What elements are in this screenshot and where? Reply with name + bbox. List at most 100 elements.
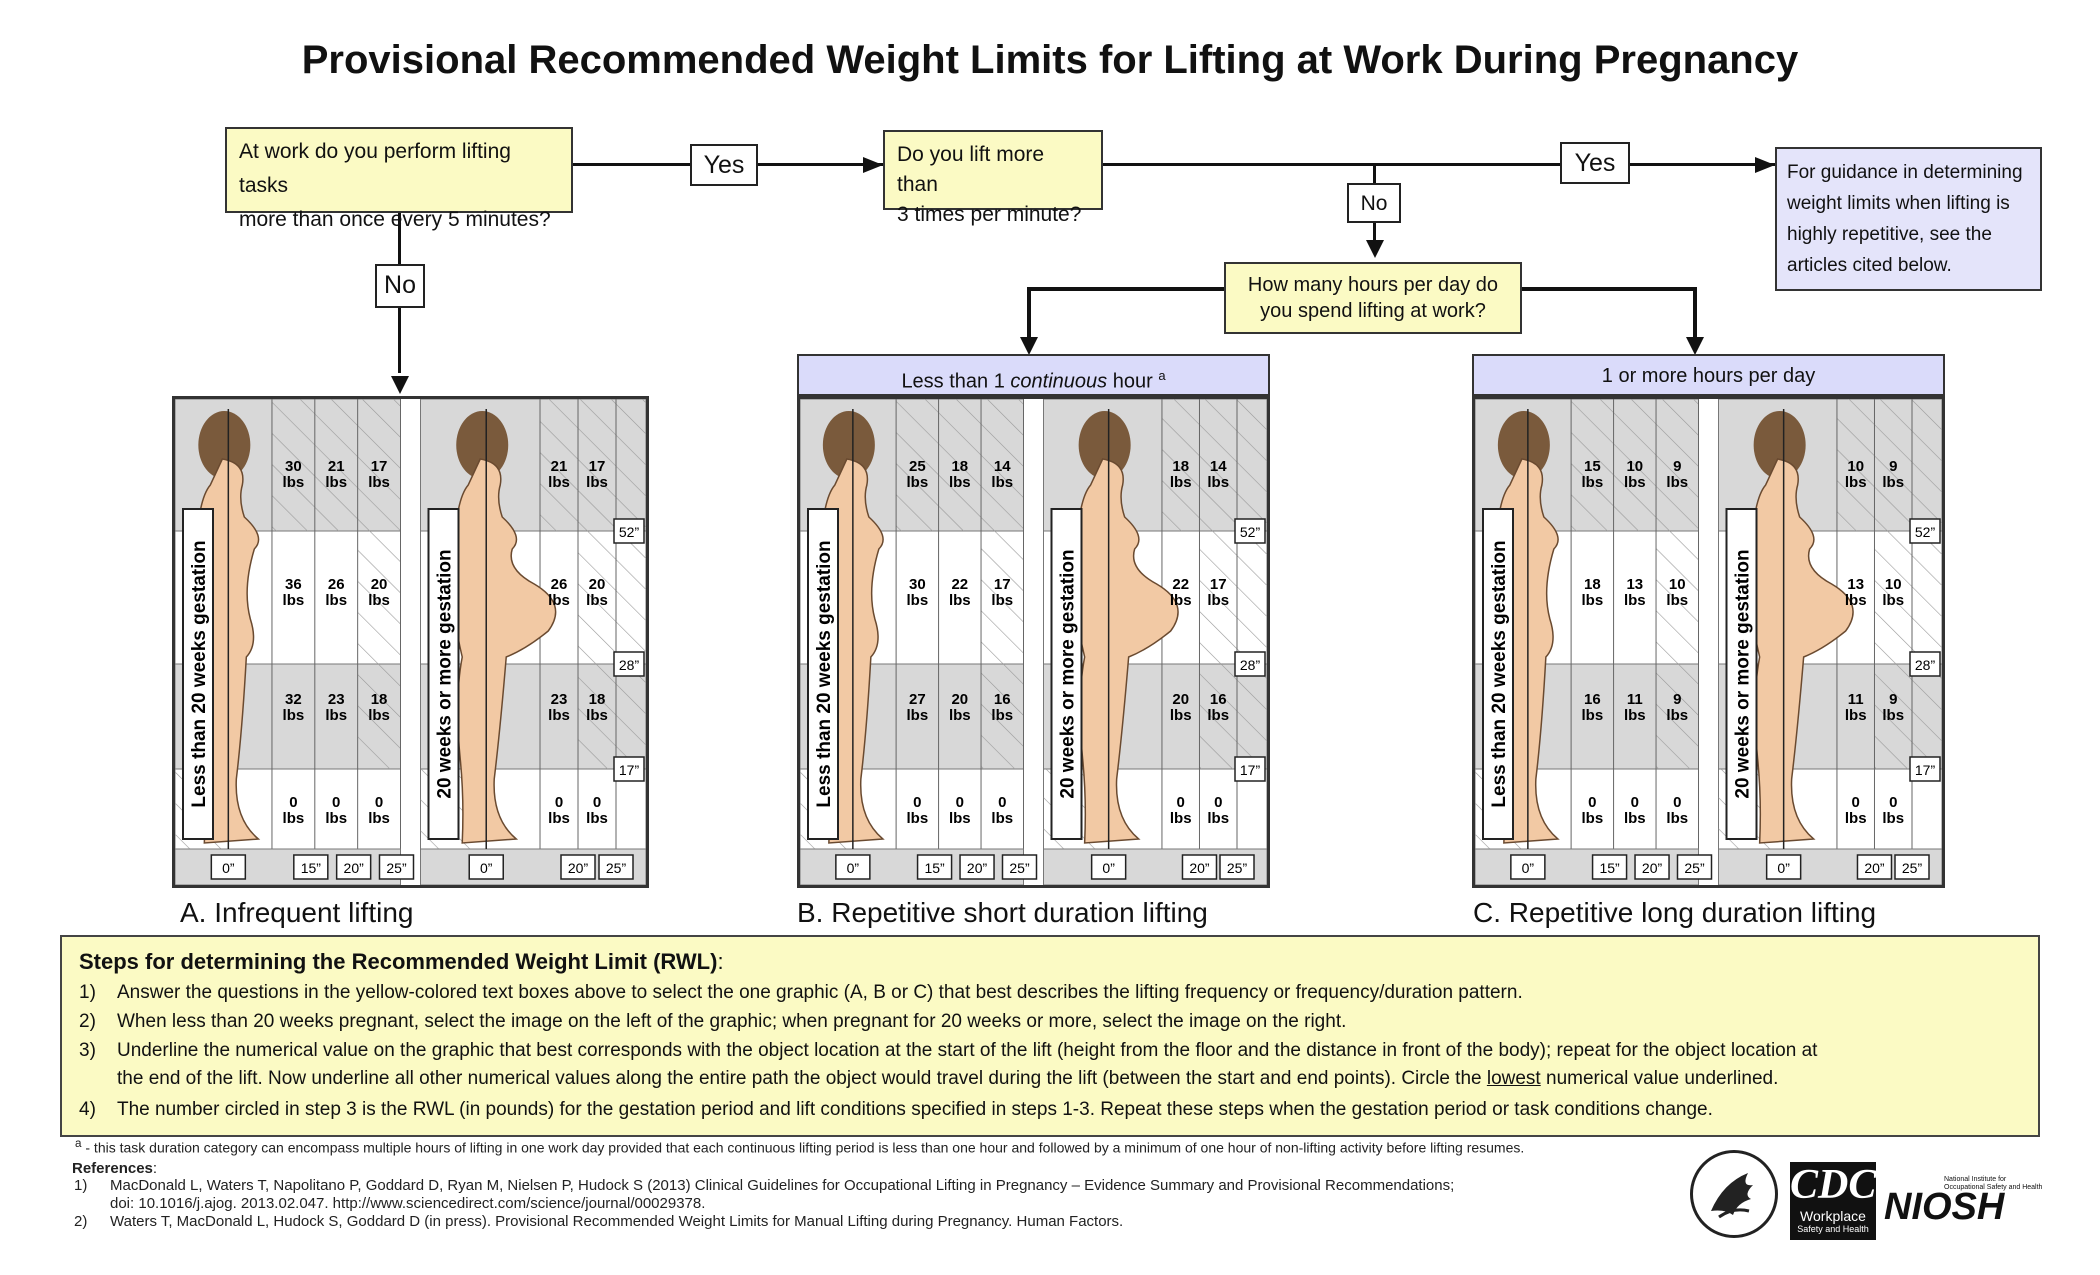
- distance-marker-text: 15”: [924, 860, 945, 876]
- distance-marker-box: [916, 854, 953, 880]
- arrow-right-icon: [863, 157, 883, 173]
- weight-unit: lbs: [1624, 474, 1646, 491]
- step-number: 3): [79, 1040, 96, 1061]
- distance-marker-box: [1181, 854, 1218, 880]
- question-hours-box: How many hours per day do you spend lift…: [1224, 262, 1522, 334]
- guidance-box: For guidance in determining weight limit…: [1775, 147, 2042, 291]
- distance-marker-text: 25”: [386, 860, 407, 876]
- weight-unit: lbs: [1170, 810, 1192, 827]
- side-label-box: [1482, 508, 1514, 840]
- weight-value: 18: [589, 691, 606, 708]
- question-line: you spend lifting at work?: [1260, 300, 1486, 322]
- weight-value: 23: [328, 691, 345, 708]
- step-text: The number circled in step 3 is the RWL …: [117, 1099, 1713, 1120]
- panel-b-header: Less than 1 continuous hour a: [797, 354, 1270, 396]
- references-title-colon: :: [152, 1160, 158, 1177]
- distance-marker-box: [1856, 854, 1893, 880]
- footnote-marker: a: [1158, 368, 1166, 383]
- question-line: Do you lift more than: [897, 143, 1045, 196]
- weight-unit: lbs: [1207, 707, 1229, 724]
- footnote-marker: a: [75, 1137, 82, 1150]
- right-figure-group: 20 weeks or more gestation21lbs17lbs26lb…: [420, 398, 647, 886]
- pregnant-figure-shape: [451, 458, 557, 844]
- reference-item: 2) Waters T, MacDonald L, Hudock S, Godd…: [72, 1213, 1632, 1231]
- page-title: Provisional Recommended Weight Limits fo…: [301, 38, 1799, 82]
- weight-value: 17: [371, 458, 388, 475]
- distance-marker-text: 0”: [1522, 860, 1535, 876]
- section-a-label: A. Infrequent lifting: [180, 897, 414, 928]
- weight-unit: lbs: [325, 707, 347, 724]
- weight-value: 9: [1889, 458, 1897, 475]
- height-marker-box: [613, 756, 645, 782]
- weight-value: 0: [289, 794, 297, 811]
- weight-unit: lbs: [949, 707, 971, 724]
- weight-unit: lbs: [1882, 810, 1904, 827]
- question-line: more than once every 5 minutes?: [239, 208, 551, 231]
- weight-unit: lbs: [1624, 707, 1646, 724]
- eagle-icon: [1711, 1173, 1753, 1219]
- weight-unit: lbs: [586, 707, 608, 724]
- hatched-zone: [1161, 399, 1267, 531]
- distance-marker-box: [959, 854, 995, 880]
- weight-unit: lbs: [1882, 592, 1904, 609]
- section-c-label: C. Repetitive long duration lifting: [1473, 897, 1877, 928]
- weight-value: 0: [1214, 794, 1222, 811]
- weight-value: 15: [1584, 458, 1601, 475]
- step-text-part: the end of the lift. Now underline all o…: [117, 1068, 1487, 1089]
- side-label-box: [1050, 508, 1083, 840]
- weight-value: 0: [1588, 794, 1596, 811]
- question-line: At work do you perform lifting tasks: [239, 140, 511, 197]
- weight-value: 11: [1848, 691, 1864, 708]
- weight-value: 10: [1669, 576, 1686, 593]
- weight-unit: lbs: [283, 707, 305, 724]
- weight-value: 0: [1852, 794, 1860, 811]
- reference-item: 1) MacDonald L, Waters T, Napolitano P, …: [72, 1177, 1632, 1195]
- weight-unit: lbs: [325, 810, 347, 827]
- height-marker-text: 17”: [619, 762, 640, 778]
- question-lift-frequency-box: At work do you perform lifting tasks mor…: [225, 127, 573, 231]
- question-lift-rate-box: Do you lift more than 3 times per minute…: [883, 130, 1103, 226]
- weight-unit: lbs: [283, 592, 305, 609]
- hair-shape: [1753, 411, 1806, 479]
- weight-value: 20: [371, 576, 388, 593]
- weight-unit: lbs: [586, 474, 608, 491]
- side-label-text: Less than 20 weeks gestation: [1489, 540, 1510, 807]
- weight-unit: lbs: [283, 474, 305, 491]
- weight-value: 0: [1889, 794, 1897, 811]
- weight-value: 27: [909, 691, 926, 708]
- weight-unit: lbs: [1666, 592, 1688, 609]
- weight-value: 18: [1172, 458, 1189, 475]
- cdc-logo: CDC Workplace Safety and Health: [1790, 1162, 1876, 1240]
- weight-unit: lbs: [1624, 592, 1646, 609]
- arrow-right-icon: [1755, 157, 1775, 173]
- weight-value: 20: [951, 691, 968, 708]
- distance-marker-text: 0”: [222, 860, 235, 876]
- no-label: No: [1347, 183, 1401, 223]
- side-label-text: Less than 20 weeks gestation: [189, 540, 210, 807]
- weight-value: 36: [285, 576, 302, 593]
- weight-unit: lbs: [1170, 592, 1192, 609]
- distance-marker-text: 0”: [480, 860, 493, 876]
- weight-unit: lbs: [1207, 474, 1229, 491]
- left-figure-group: Less than 20 weeks gestation30lbs21lbs17…: [174, 398, 415, 886]
- weight-value: 11: [1627, 691, 1643, 708]
- hair-shape: [198, 411, 251, 479]
- weight-value: 0: [956, 794, 964, 811]
- weight-unit: lbs: [1581, 707, 1603, 724]
- distance-marker-box: [835, 854, 871, 880]
- distance-marker-box: [1219, 854, 1255, 880]
- yes-label: Yes: [1560, 142, 1630, 184]
- weight-unit: lbs: [368, 810, 390, 827]
- reference-item-cont: doi: 10.1016/j.ajog. 2013.02.047. http:/…: [72, 1195, 1632, 1213]
- weight-unit: lbs: [586, 592, 608, 609]
- weight-unit: lbs: [548, 810, 570, 827]
- weight-unit: lbs: [1581, 474, 1603, 491]
- weight-value: 14: [994, 458, 1011, 475]
- side-label-box: [1725, 508, 1758, 840]
- height-marker-box: [1909, 518, 1941, 544]
- weight-value: 0: [913, 794, 921, 811]
- distance-marker-box: [560, 854, 596, 880]
- weight-value: 25: [909, 458, 926, 475]
- weight-value: 14: [1210, 458, 1227, 475]
- distance-marker-box: [1001, 854, 1038, 880]
